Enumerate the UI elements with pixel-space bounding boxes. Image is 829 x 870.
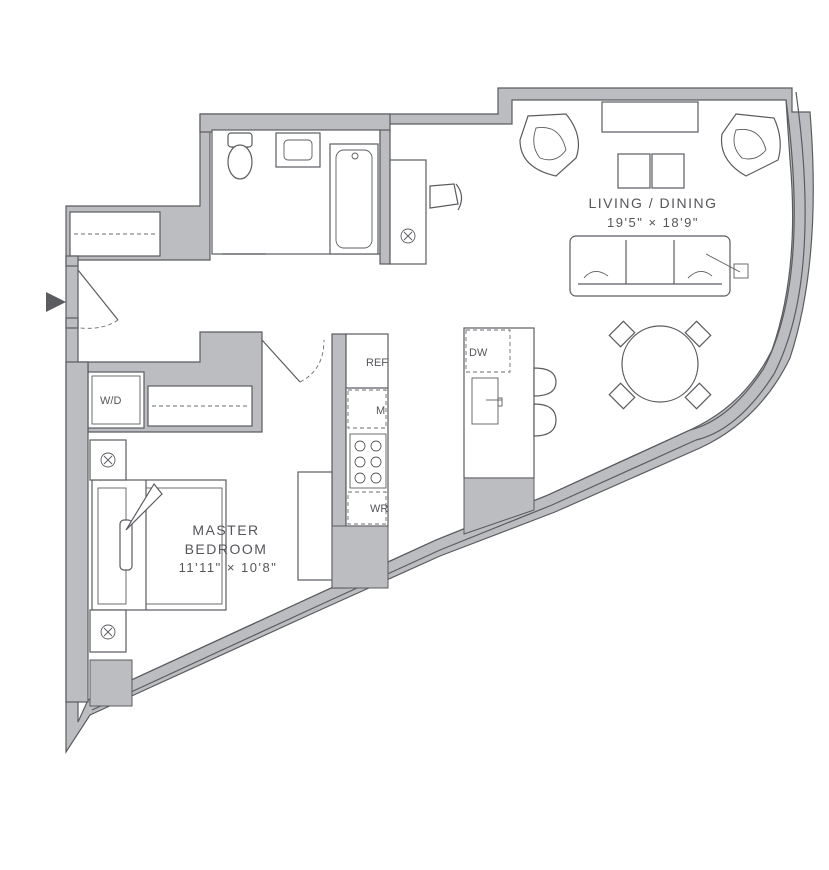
tv-console (601, 101, 699, 133)
sofa (569, 235, 731, 297)
nightstand-bottom (89, 609, 127, 653)
living-room-name: LIVING / DINING (588, 195, 717, 211)
desk (389, 159, 463, 265)
entry-arrow-icon (46, 292, 66, 312)
armchair-right (720, 113, 781, 177)
living-room-dims: 19'5" × 18'9" (607, 215, 699, 230)
kitchen-sink-icon (471, 377, 503, 425)
refrigerator-label: REF (366, 357, 388, 369)
nightstand-top (89, 439, 127, 481)
kitchen-counter (331, 333, 389, 589)
laundry-closet (78, 331, 325, 433)
dresser (297, 471, 333, 581)
microwave-label: M (376, 405, 385, 417)
bar-stools (533, 367, 557, 437)
desk-chair-icon (429, 183, 463, 211)
bedroom-shaft (89, 659, 133, 707)
dining-set (608, 320, 712, 410)
bed (91, 479, 227, 611)
entry-door (65, 255, 119, 329)
cooktop-icon (349, 433, 387, 489)
wine-refrigerator-label: WR (370, 503, 388, 515)
hvac-unit-icon (400, 228, 416, 244)
bathtub-icon (329, 143, 379, 255)
bedroom-name-line1: MASTER (192, 522, 259, 538)
floor-lamp-icon (705, 253, 749, 279)
bedroom-name-line2: BEDROOM (185, 541, 268, 557)
entry-closet (69, 211, 161, 257)
armchair-left (519, 113, 579, 177)
bedroom-dims: 11'11" × 10'8" (179, 560, 278, 575)
bedroom-walls (65, 333, 347, 703)
bathroom (199, 113, 391, 265)
sink-icon (275, 132, 321, 168)
ottomans (617, 153, 685, 189)
dishwasher-label: DW (469, 347, 488, 359)
kitchen-island (463, 327, 535, 535)
washer-dryer-label: W/D (100, 395, 121, 407)
lamp-icon (100, 452, 116, 468)
toilet-icon (227, 132, 253, 180)
lamp-icon (100, 624, 116, 640)
